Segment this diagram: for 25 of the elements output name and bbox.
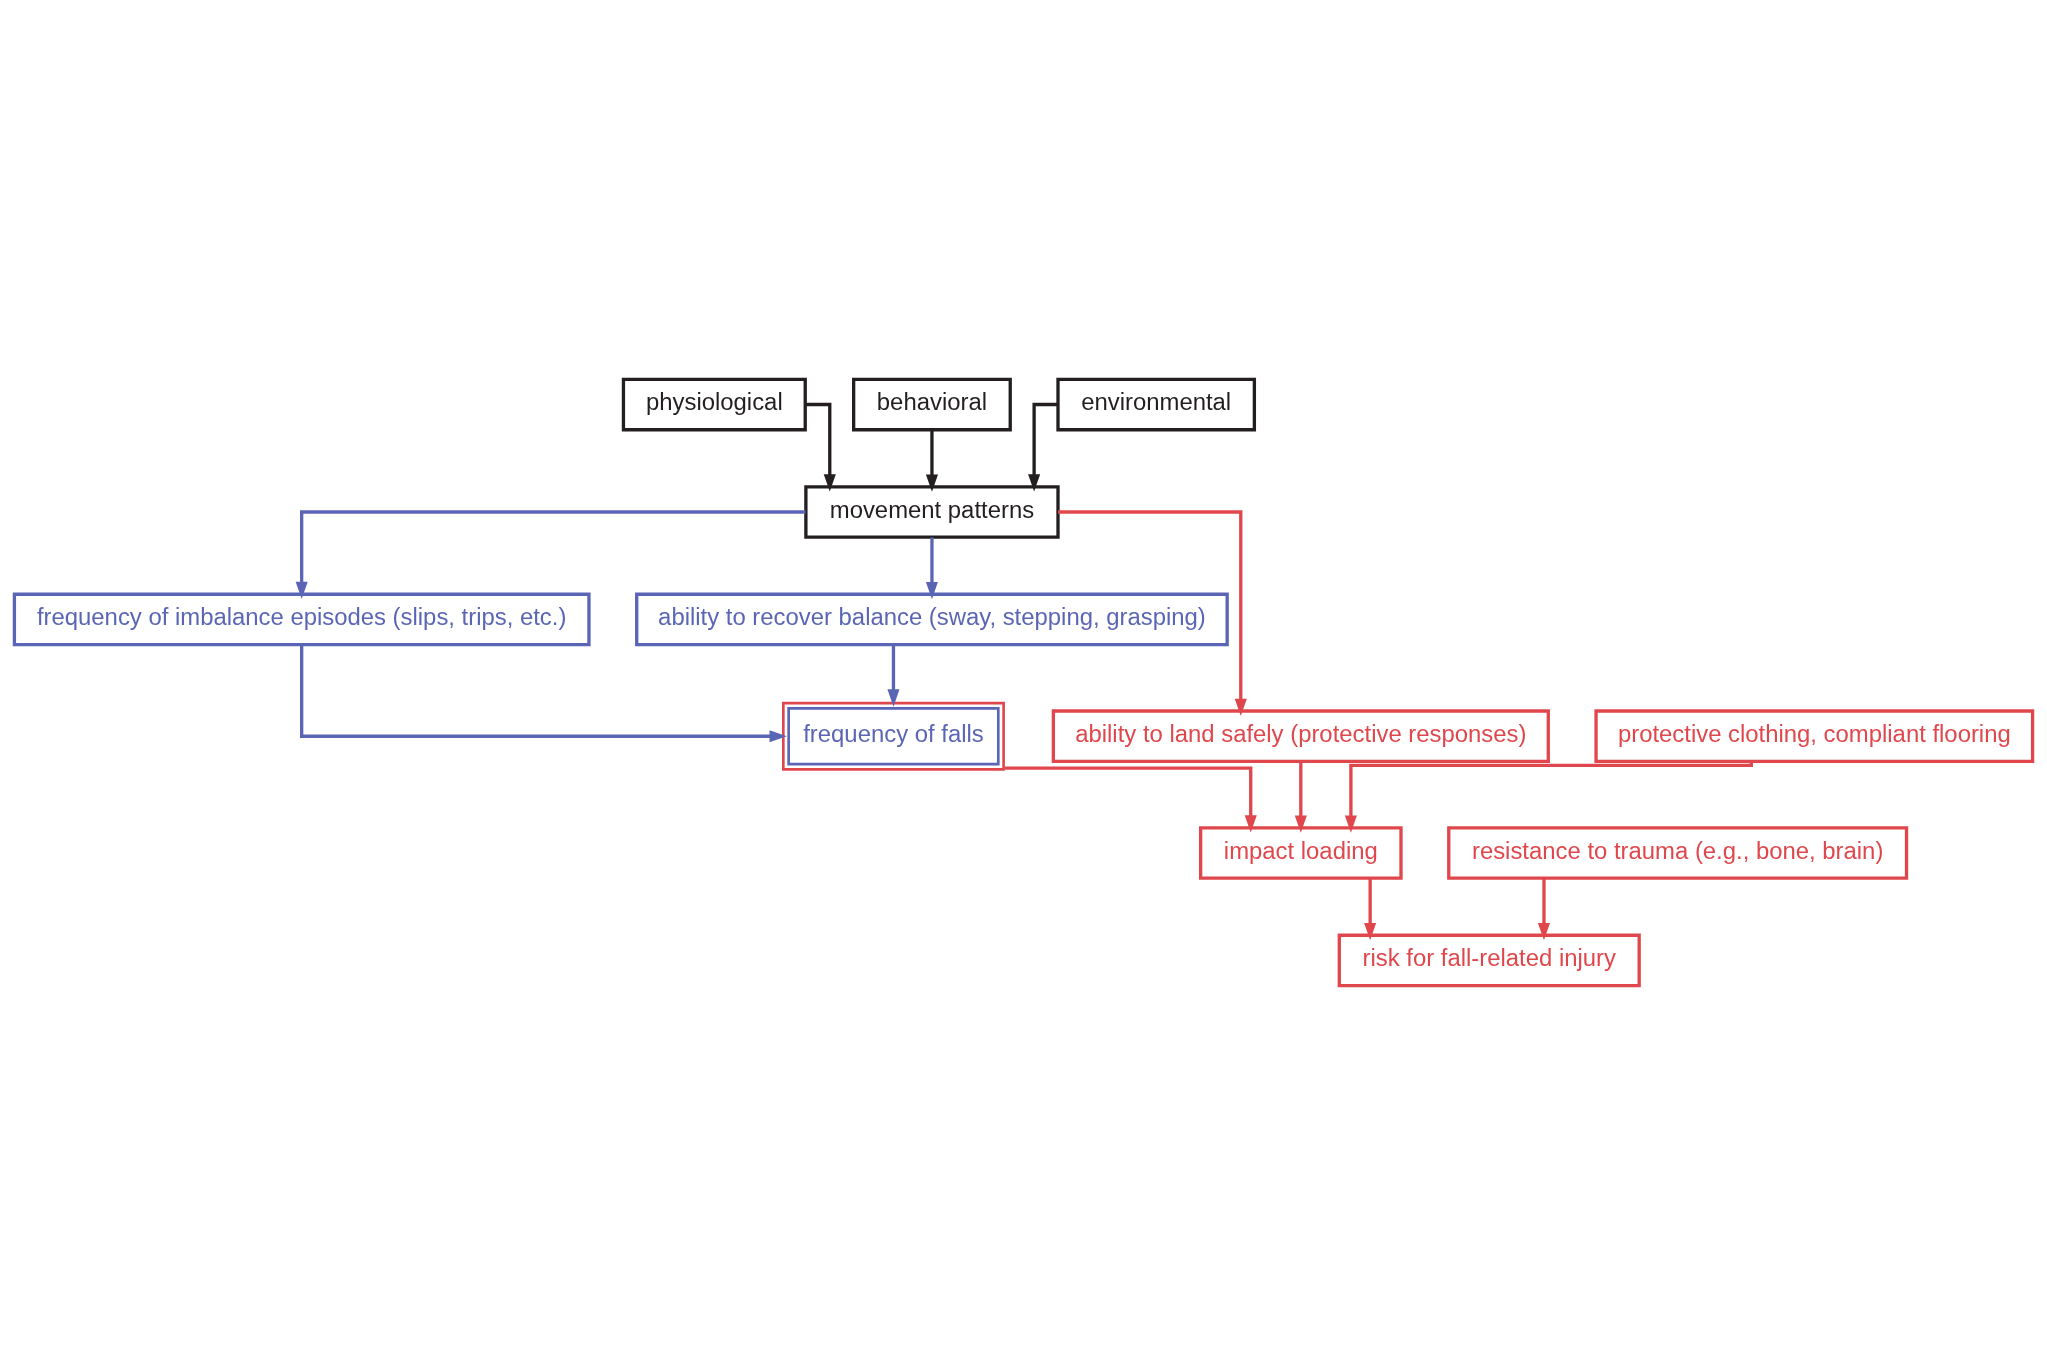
arrow (1537, 878, 1550, 941)
node-box: movement patterns (804, 485, 1060, 539)
arrow (925, 537, 938, 600)
arrow (805, 402, 836, 492)
node-box: ability to land safely (protective responses) (1051, 709, 1550, 764)
node-box: ability to recover balance (sway, stepping, grasping) (635, 592, 1229, 647)
node-box: risk for fall-related injury (1337, 933, 1641, 988)
arrow (1294, 761, 1307, 833)
arrow (1058, 510, 1247, 716)
arrow (1005, 766, 1257, 833)
node-box: physiological (621, 377, 807, 432)
arrow (1028, 402, 1058, 492)
node-box: protective clothing, compliant flooring (1594, 709, 2035, 764)
node-box: frequency of imbalance episodes (slips, trips, etc.) (12, 592, 591, 647)
arrow (295, 510, 806, 600)
node-box: environmental (1056, 377, 1257, 432)
node-box: behavioral (852, 377, 1012, 432)
arrow (925, 430, 938, 492)
arrow (300, 644, 787, 743)
node-box: resistance to trauma (e.g., bone, brain) (1447, 826, 1909, 880)
node-box: impact loading (1199, 826, 1403, 880)
arrow (887, 644, 900, 707)
arrow (1344, 761, 1753, 833)
node-box: frequency of falls (782, 701, 1005, 771)
arrow (1364, 878, 1377, 941)
